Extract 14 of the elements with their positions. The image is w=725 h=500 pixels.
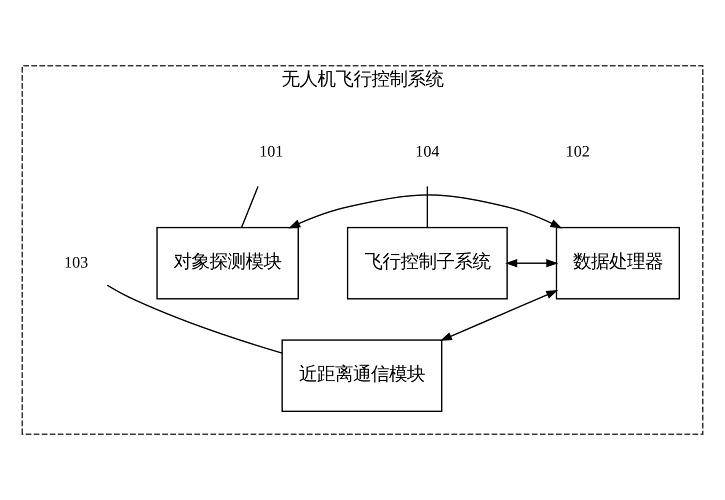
node-text: 104: [415, 144, 440, 161]
label: 102: [566, 144, 590, 161]
node-box: 飞行控制子系统: [346, 226, 508, 300]
node-box: 数据处理器: [556, 226, 680, 300]
connector: [240, 186, 259, 228]
node-box: 对象探测模块: [156, 226, 299, 300]
connector: [106, 284, 282, 354]
arrow: [288, 194, 562, 229]
connector: [426, 186, 428, 228]
node-text: 103: [64, 254, 88, 272]
node-box: 近距离通信模块: [281, 339, 442, 412]
arrow: [440, 290, 558, 341]
node-text: 101: [259, 144, 284, 161]
arrow: [505, 259, 558, 268]
